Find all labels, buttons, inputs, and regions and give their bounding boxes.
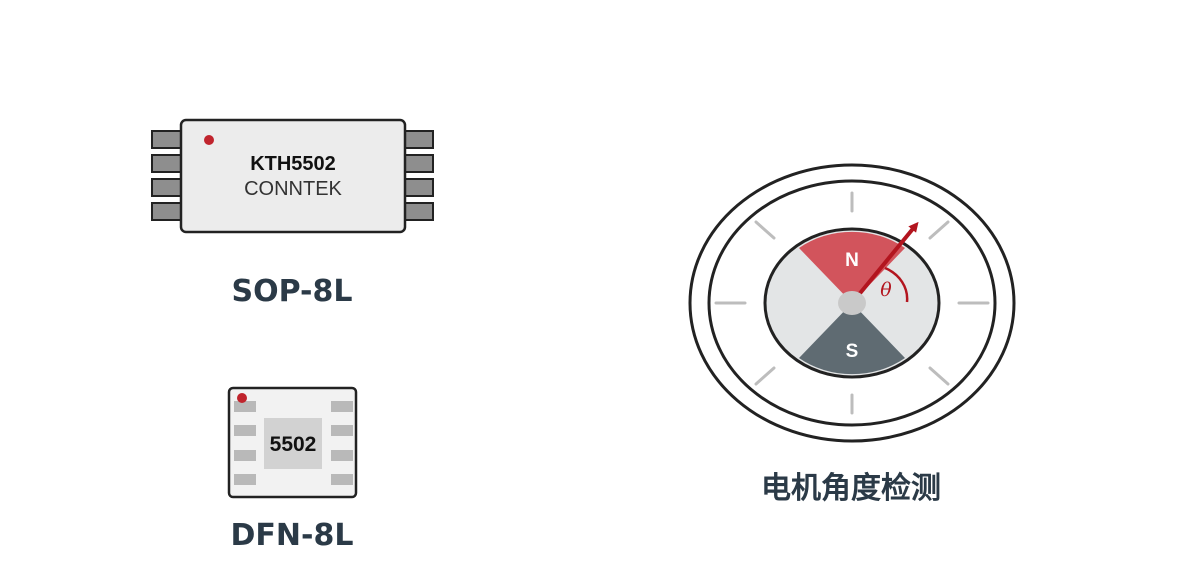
dfn8-pad (331, 474, 353, 485)
dfn8-package: 5502 (227, 386, 358, 499)
shaft-hub (838, 291, 866, 315)
sop8-caption: SOP-8L (231, 274, 352, 309)
angle-arc (884, 266, 909, 303)
dfn8-pad (234, 450, 256, 461)
sop8-pin (402, 130, 434, 149)
dfn8-caption: DFN-8L (231, 518, 354, 553)
south-pole-sector (799, 303, 905, 375)
sop8-pin (402, 154, 434, 173)
tick-mark (928, 220, 950, 240)
tick-mark (928, 366, 950, 386)
dfn8-pad (331, 425, 353, 436)
tick-marks (714, 191, 990, 415)
dfn8-pad (234, 401, 256, 412)
dfn8-pad (234, 474, 256, 485)
sop8-pin (151, 202, 183, 221)
pin1-marker (204, 135, 214, 145)
sop8-right-pins (402, 130, 434, 221)
sop8-package: KTH5502 CONNTEK (151, 118, 434, 234)
north-pole-label: N (845, 250, 859, 271)
pin1-marker (237, 393, 247, 403)
sop8-pin (151, 130, 183, 149)
motor-angle-diagram: N S θ (688, 163, 1016, 443)
motor-angle-caption: 电机角度检测 (761, 471, 941, 506)
dfn8-thermal-pad (264, 418, 322, 469)
angle-theta-label: θ (880, 279, 892, 301)
rotation-arrow (850, 221, 919, 305)
dfn8-part-number: 5502 (270, 433, 317, 456)
sop8-left-pins (151, 130, 183, 221)
sop8-pin (151, 178, 183, 197)
dfn8-pad (234, 425, 256, 436)
sop8-part-number: KTH5502 (250, 153, 336, 175)
dfn8-pad (331, 450, 353, 461)
dfn8-pad (331, 401, 353, 412)
north-pole-sector (799, 231, 905, 303)
sop8-brand: CONNTEK (244, 178, 342, 200)
tick-mark (754, 220, 776, 240)
tick-mark (754, 366, 776, 386)
sop8-pin (151, 154, 183, 173)
sop8-pin (402, 178, 434, 197)
south-pole-label: S (846, 341, 859, 362)
sop8-pin (402, 202, 434, 221)
sop8-body (179, 118, 407, 234)
